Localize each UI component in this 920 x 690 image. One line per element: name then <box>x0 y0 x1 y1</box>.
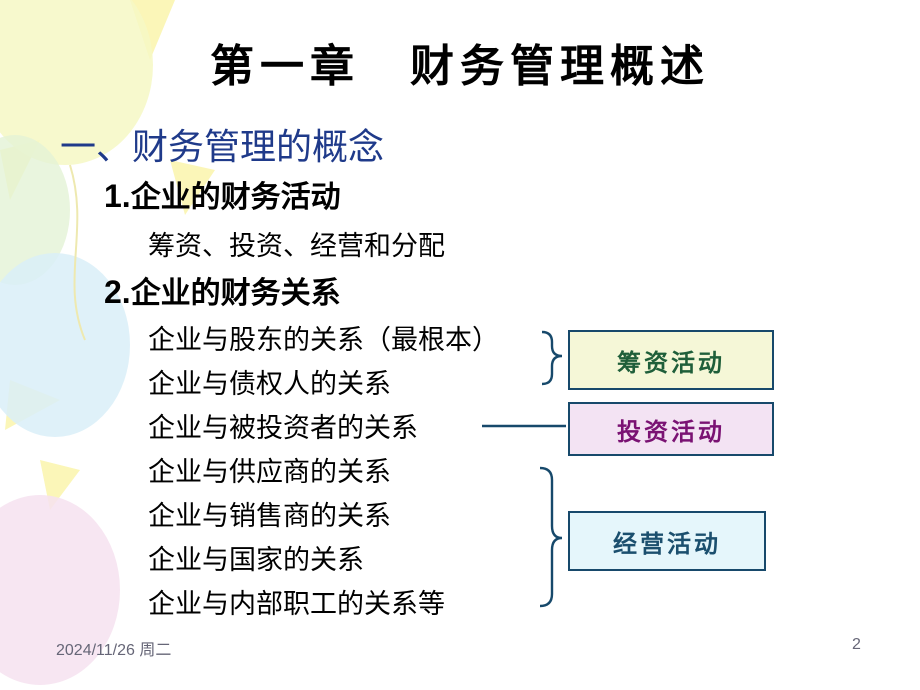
brace-financing <box>541 330 563 386</box>
investing-activity-box: 投资活动 <box>568 402 774 456</box>
relation-item: 企业与供应商的关系 <box>148 457 391 488</box>
subheading-label: 企业的财务活动 <box>130 180 341 215</box>
relation-item: 企业与销售商的关系 <box>148 501 391 532</box>
brace-operating <box>539 466 563 608</box>
activities-list: 筹资、投资、经营和分配 <box>148 231 445 262</box>
relation-item: 企业与股东的关系（最根本） <box>148 325 499 356</box>
relation-item: 企业与内部职工的关系等 <box>148 589 445 620</box>
relation-item: 企业与被投资者的关系 <box>148 413 418 444</box>
subheading-number: 2. <box>104 274 131 310</box>
subheading-financial-activities: 1.企业的财务活动 <box>104 172 341 216</box>
pink-balloon <box>0 495 120 685</box>
footer-date: 2024/11/26 周二 <box>56 642 172 659</box>
operating-activity-box: 经营活动 <box>568 511 766 571</box>
slide-title: 第一章 财务管理概述 <box>210 41 710 92</box>
yellow-balloon <box>0 0 153 165</box>
relation-item: 企业与国家的关系 <box>148 545 364 576</box>
page-number: 2 <box>852 636 861 653</box>
green-balloon <box>0 135 70 285</box>
relation-item: 企业与债权人的关系 <box>148 369 391 400</box>
subheading-financial-relations: 2.企业的财务关系 <box>104 268 341 312</box>
financing-activity-box: 筹资活动 <box>568 330 774 390</box>
blue-balloon <box>0 253 130 437</box>
balloon-string <box>69 164 86 341</box>
subheading-number: 1. <box>104 178 131 214</box>
section-heading: 一、财务管理的概念 <box>60 127 385 168</box>
subheading-label: 企业的财务关系 <box>130 276 341 311</box>
relation-connectors <box>482 330 566 608</box>
